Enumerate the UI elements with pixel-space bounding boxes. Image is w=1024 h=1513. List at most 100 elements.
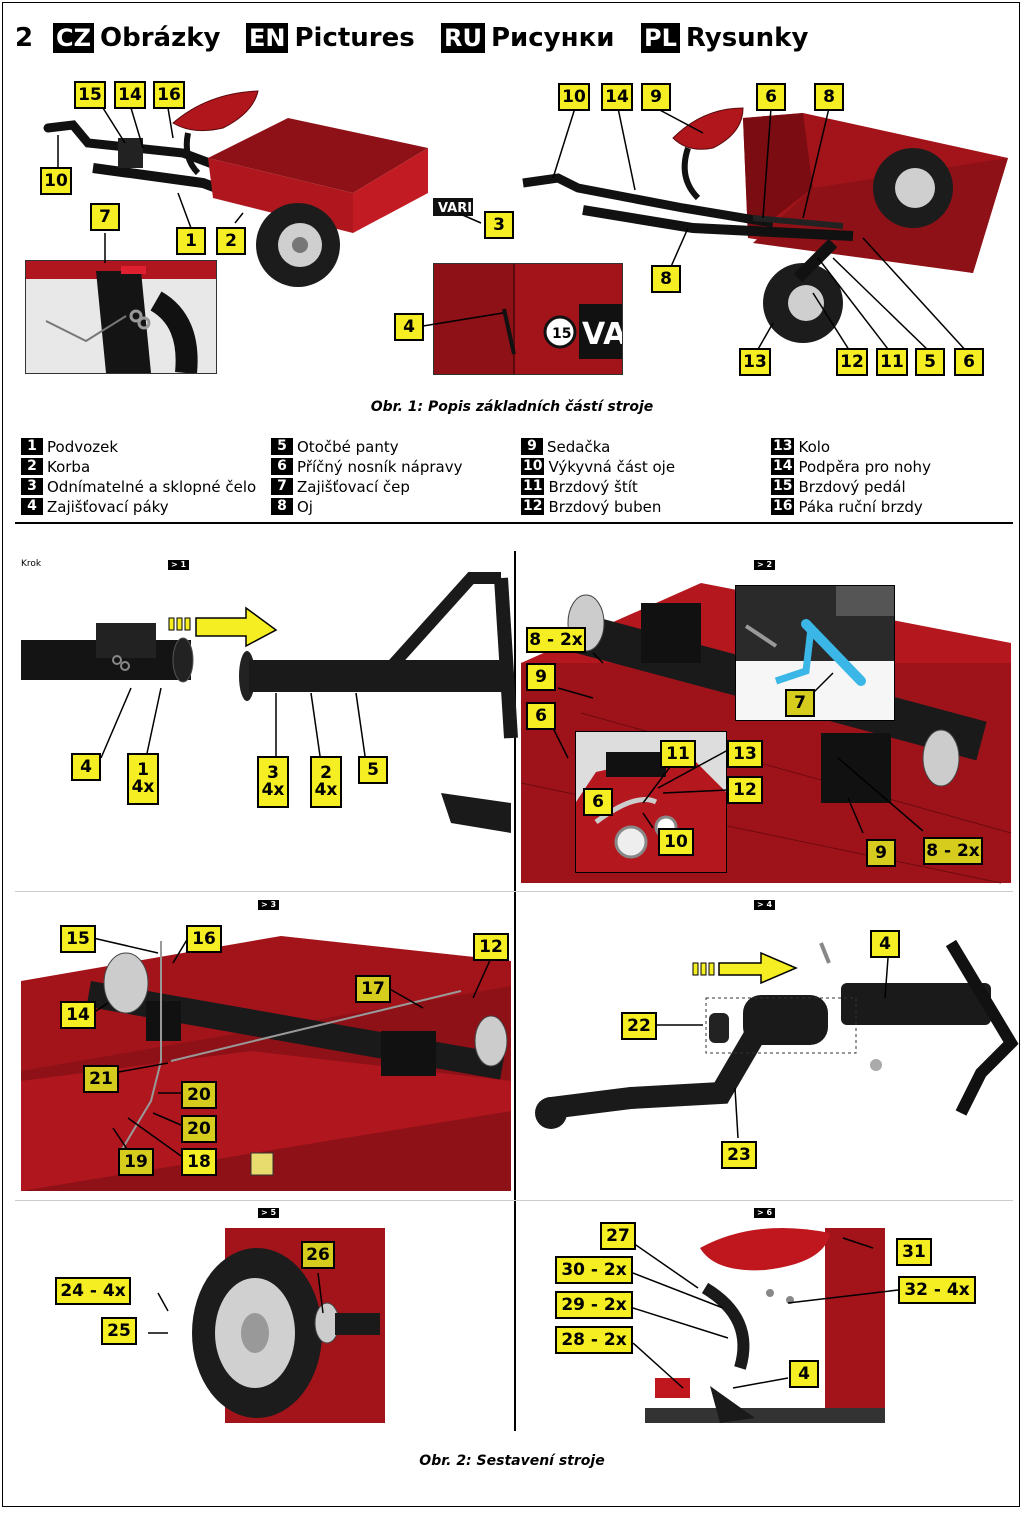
callout-6: 6	[756, 83, 786, 111]
lang-code: PL	[641, 23, 680, 53]
legend-number: 8	[271, 498, 293, 515]
legend-text: Brzdový buben	[548, 497, 662, 516]
step-label: Krok	[21, 559, 42, 569]
legend-number: 14	[771, 458, 795, 475]
step3-callout-21: 21	[83, 1065, 119, 1093]
callout-9: 9	[641, 83, 671, 111]
inset-locking-lever: 15 VA	[433, 263, 623, 375]
row-divider	[15, 1200, 1013, 1201]
legend-number: 6	[271, 458, 293, 475]
callout-6: 6	[954, 348, 984, 376]
callout-4: 4	[394, 313, 424, 341]
step6-callout-27: 27	[600, 1222, 636, 1250]
lang-title: Pictures	[294, 23, 415, 53]
step6-callout-31: 31	[896, 1238, 932, 1266]
legend-text: Kolo	[798, 437, 831, 456]
callout-15: 15	[74, 81, 106, 109]
legend-text: Podvozek	[47, 437, 119, 456]
trailer-right-illustration	[522, 107, 1008, 359]
lang-title: Obrázky	[100, 23, 221, 53]
page-number: 2	[15, 23, 34, 53]
lang-title: Рисунки	[490, 23, 615, 53]
step6-callout-30-2x: 30 - 2x	[555, 1256, 633, 1284]
step1-callout-3-4x: 3 4x	[257, 756, 289, 808]
step2-callout-9b: 9	[866, 839, 896, 867]
step6-callout-29-2x: 29 - 2x	[555, 1291, 633, 1319]
step4-leaders	[653, 957, 889, 1139]
step2-callout-12: 12	[727, 776, 763, 804]
legend-text: Oj	[297, 497, 313, 516]
step6-leaders	[632, 1237, 899, 1389]
legend-text: Příčný nosník nápravy	[297, 457, 463, 476]
step4-callout-23: 23	[721, 1141, 757, 1169]
legend-text: Korba	[47, 457, 91, 476]
callout-8: 8	[651, 265, 681, 293]
step3-callout-15: 15	[60, 925, 96, 953]
legend-text: Zajišťovací páky	[47, 497, 169, 516]
callout-2: 2	[216, 227, 246, 255]
step2-callout-6-inset: 6	[583, 788, 613, 816]
callout-12: 12	[836, 348, 868, 376]
step2-callout-8-2x-b: 8 - 2x	[923, 837, 983, 865]
callout-8: 8	[814, 83, 844, 111]
lang-code: CZ	[53, 23, 95, 53]
step3-callout-19: 19	[118, 1148, 154, 1176]
step2-inset-pin	[735, 585, 895, 721]
step6-callout-32-4x: 32 - 4x	[898, 1276, 976, 1304]
row-divider	[15, 891, 1013, 892]
callout-11: 11	[876, 348, 908, 376]
step5-leaders	[148, 1272, 324, 1334]
step1-callout-5: 5	[358, 756, 388, 784]
step-6-tag: > 6	[754, 1208, 776, 1218]
legend-number: 5	[271, 438, 293, 455]
step4-callout-22: 22	[621, 1012, 657, 1040]
inset-locking-pin	[25, 260, 217, 374]
step3-callout-16: 16	[186, 925, 222, 953]
legend-text: Páka ruční brzdy	[798, 497, 923, 516]
step2-callout-11: 11	[660, 740, 696, 768]
legend-number: 11	[521, 478, 545, 495]
legend-text: Zajišťovací čep	[297, 477, 410, 496]
figure2-caption: Obr. 2: Sestavení stroje	[419, 1453, 605, 1469]
step4-illustration	[535, 939, 1019, 1129]
legend-text: Podpěra pro nohy	[798, 457, 931, 476]
step2-callout-7: 7	[785, 689, 815, 717]
step2-callout-6: 6	[526, 702, 556, 730]
step3-callout-14: 14	[60, 1001, 96, 1029]
legend-number: 16	[771, 498, 795, 515]
step6-callout-4: 4	[789, 1360, 819, 1388]
step3-leaders	[92, 937, 492, 1162]
legend-text: Brzdový pedál	[798, 477, 906, 496]
lang-title: Rysunky	[685, 23, 809, 53]
section-divider	[15, 522, 1013, 524]
step5-callout-24-4x: 24 - 4x	[55, 1277, 131, 1305]
trailer-left-illustration: VARI	[43, 90, 473, 287]
callout-5: 5	[915, 348, 945, 376]
step3-callout-20a: 20	[181, 1081, 217, 1109]
step3-callout-20b: 20	[181, 1115, 217, 1143]
step3-callout-17: 17	[355, 975, 391, 1003]
step2-callout-10: 10	[658, 828, 694, 856]
svg-text:VA: VA	[582, 317, 623, 352]
step3-callout-12: 12	[473, 933, 509, 961]
lang-code: EN	[246, 23, 289, 53]
callout-14: 14	[114, 81, 146, 109]
legend-text: Sedačka	[547, 437, 611, 456]
step-1-tag: > 1	[168, 560, 190, 570]
